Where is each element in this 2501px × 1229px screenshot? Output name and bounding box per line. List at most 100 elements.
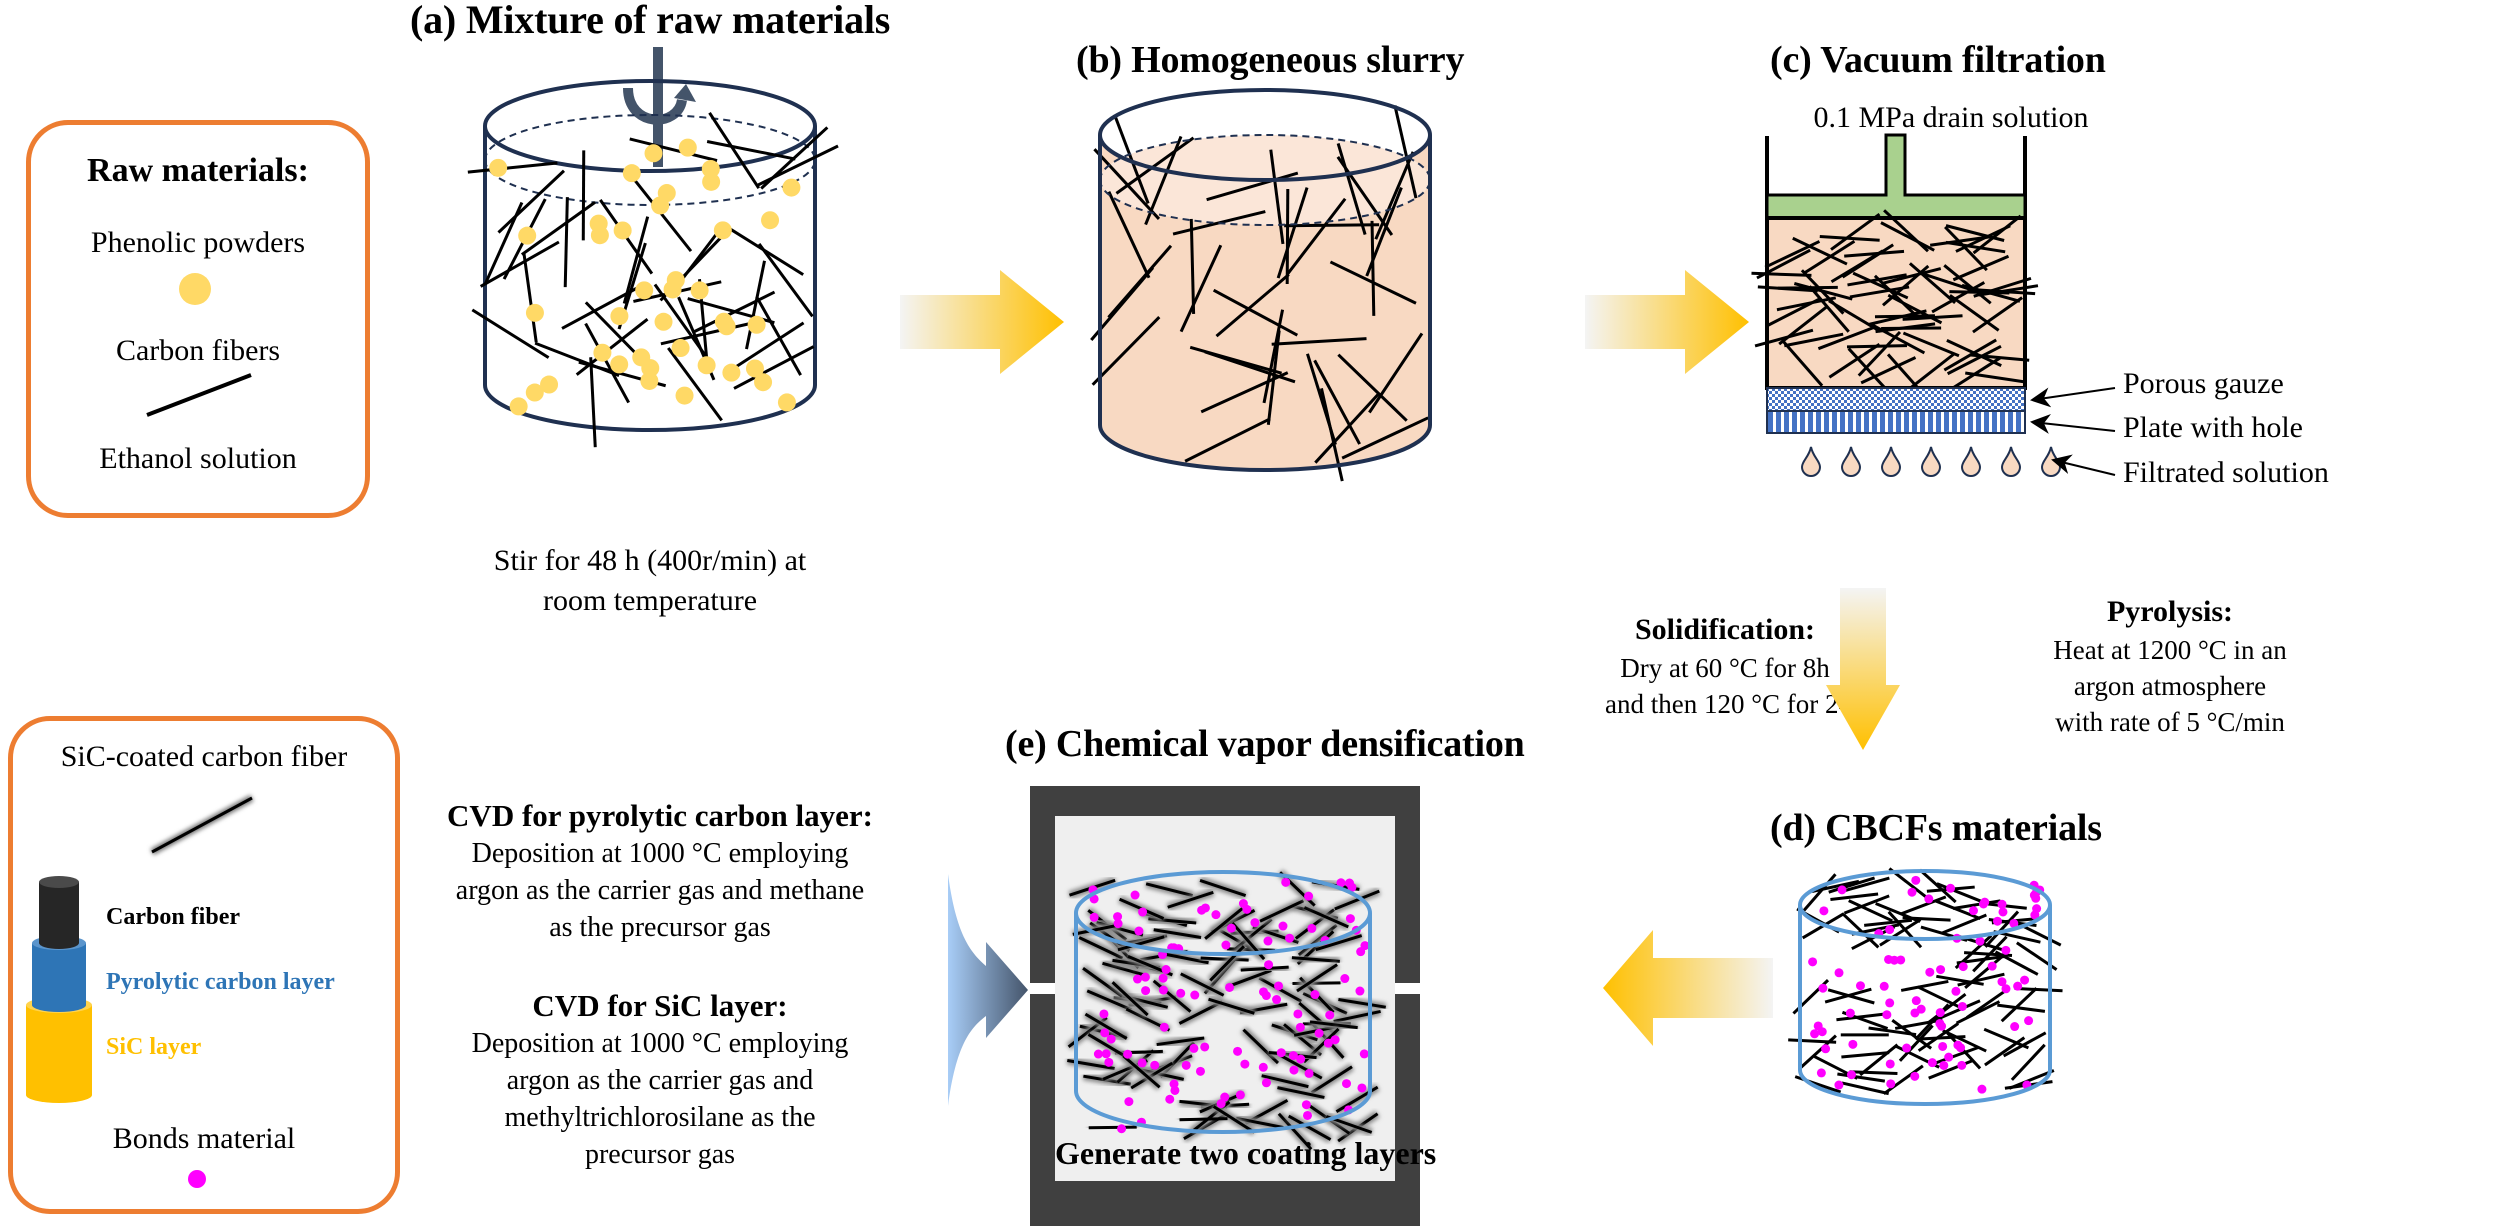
carbon-fiber [1880,221,1935,252]
cvd-pyc-line1: Deposition at 1000 °C employing [471,838,849,869]
carbon-fiber [467,161,558,174]
carbon-fiber [1368,332,1424,414]
carbon-fiber [1946,344,2002,376]
slurry-container [1090,88,1432,482]
raw-materials-legend [26,120,370,518]
phenolic-powder [593,343,612,362]
carbon-fiber [2008,1069,2055,1090]
carbon-fiber [1916,985,1962,1010]
step-d-title: (d) CBCFs materials [1770,807,2102,849]
bond-point [1124,1097,1134,1107]
carbon-fiber [1848,899,1893,923]
carbon-fiber [1206,171,1299,202]
carbon-fiber [1153,928,1202,939]
carbon-fiber [1887,910,1923,949]
carbon-fiber [1225,969,1272,989]
filtrate-droplet [1960,446,1982,477]
carbon-fiber [1917,1022,1960,1052]
bond-point [1272,995,1282,1005]
step-b-title: (b) Homogeneous slurry [1076,39,1465,81]
filtrate-droplet [1840,446,1862,477]
arrow-c-to-d-icon [1826,588,1900,750]
pyrolysis-line1: Heat at 1200 °C in an [2053,635,2287,665]
carbon-fiber [1843,894,1890,915]
gas-inlet [1030,983,1055,994]
carbon-fiber [483,201,524,286]
bond-point [1211,910,1221,920]
carbon-fiber [1864,918,1913,927]
carbon-fiber [497,169,566,234]
carbon-fiber [1240,965,1289,972]
piston [1765,133,2027,220]
step-a-title: (a) Mixture of raw materials [410,0,891,42]
bond-point [1953,1040,1963,1050]
carbon-fiber [1852,271,1909,300]
coating-legend-title: SiC-coated carbon fiber [60,740,348,773]
carbon-fiber [1212,1105,1255,1134]
phenolic-powder [722,363,741,382]
carbon-fiber [1808,285,1850,333]
carbon-fiber [1107,244,1173,319]
phenolic-powder [654,312,673,331]
phenolic-powder [701,160,720,179]
phenolic-powder [690,281,709,300]
carbon-fiber [1102,961,1150,978]
bond-point [1935,1018,1945,1028]
carbon-fiber [1296,963,1338,993]
carbon-fiber [1847,273,1907,287]
carbon-fiber [1972,935,2008,973]
bond-point [1924,894,1934,904]
bond-point [1968,906,1978,916]
bond-point [1285,933,1295,943]
layer-label-sic: SiC layer [106,1034,202,1060]
phenolic-powder [702,172,721,191]
carbon-fiber [726,225,804,276]
carbon-fiber [1849,1070,1898,1075]
bond-point [1099,1009,1109,1019]
carbon-fiber [1757,285,1818,293]
plate-with-hole [1766,410,2026,434]
stirrer-rod [653,47,663,167]
carbon-fiber [1200,371,1289,414]
callout-plate-with-hole: Plate with hole [2123,411,2303,444]
phenolic-powder-icon [179,273,211,305]
bond-point [1958,962,1968,972]
carbon-fiber [1942,1029,1987,1053]
bond-point [1834,968,1844,978]
bond-point [2030,910,2040,920]
furnace-caption: Generate two coating layers [1055,1135,1437,1171]
carbon-fiber [1259,899,1305,923]
bond-point [1264,960,1274,970]
carbon-fiber [1957,972,2005,987]
bond-point [1261,1078,1271,1088]
bond-point [1925,967,1935,977]
carbon-fiber [1107,191,1151,279]
carbon-fiber [2000,987,2038,1023]
carbon-fiber [1984,910,2020,948]
carbon-fiber [1802,873,1837,912]
bond-point [1276,1048,1286,1058]
bond-point [2010,1022,2020,1032]
bond-point [1951,986,1961,996]
carbon-fiber [1842,913,1880,949]
phenolic-powder [525,303,544,322]
bond-point [1340,974,1350,984]
bond-point [1293,1009,1303,1019]
bond-point [1117,1124,1127,1134]
legend-phenolic-label: Phenolic powders [90,226,306,259]
fiber-group [1090,105,1429,482]
carbon-fiber [1303,906,1349,929]
carbon-fiber [1087,1033,1131,1061]
bonds-material-label: Bonds material [112,1122,296,1155]
carbon-fiber [1936,882,1983,903]
bond-point [1885,925,1895,935]
bonds-group [1808,875,2045,1094]
carbon-fiber [1902,331,1960,358]
bond-point [1274,981,1284,991]
carbon-fiber [522,252,538,343]
bond-point [1104,1057,1114,1067]
carbon-fiber [1115,136,1195,195]
cvd-furnace [1030,786,1420,1226]
carbon-fiber [733,345,815,390]
pyc-layer [32,943,86,1012]
